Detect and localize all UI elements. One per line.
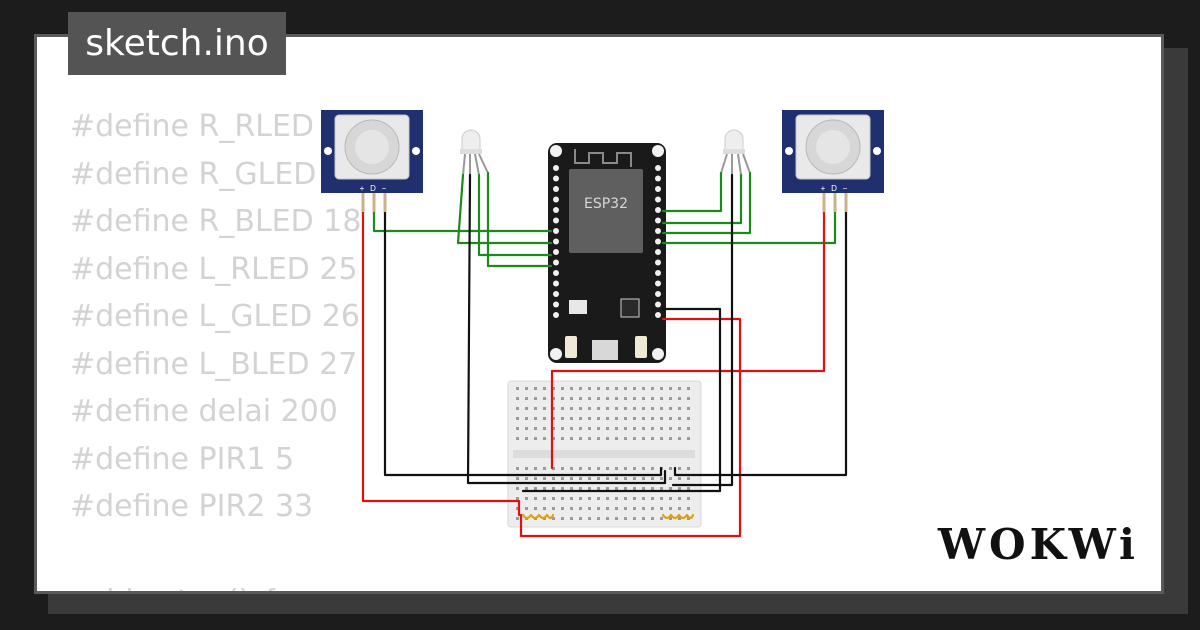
esp32-label: ESP32 <box>584 196 628 212</box>
file-tab[interactable]: sketch.ino <box>68 12 286 75</box>
code-line: #define PIR2 33 <box>70 489 314 524</box>
circuit-diagram: ESP32 + D − <box>321 110 884 538</box>
rgb-led-left[interactable] <box>460 129 489 176</box>
code-line: #define L_GLED 26 <box>70 299 360 334</box>
code-line: void setup() { <box>70 578 361 591</box>
code-line: #define R_BLED 18 <box>70 204 362 239</box>
pir-left-plus-label: + <box>360 184 365 193</box>
rgb-led-right[interactable] <box>720 129 751 176</box>
esp32-board[interactable]: ESP32 <box>548 143 666 363</box>
preview-card: #define R_RLED 2#define R_GLED 4#define … <box>34 34 1164 594</box>
pir-left-minus-label: − <box>382 184 387 193</box>
code-line: #define L_RLED 25 <box>70 251 358 287</box>
breadboard <box>507 380 702 528</box>
wires-green <box>372 171 837 268</box>
code-line: #define delai 200 <box>70 394 338 429</box>
code-line: #define PIR1 5 <box>70 441 295 477</box>
pir-left-data-label: D <box>370 184 376 193</box>
pir-sensor-left[interactable]: + D − <box>321 110 423 213</box>
jumper-wires-yellow <box>521 513 695 520</box>
pir-sensor-right[interactable]: + D − <box>782 110 884 213</box>
wokwi-logo: WOKWi <box>937 520 1139 569</box>
wires-black <box>383 173 848 493</box>
pir-right-minus-label: − <box>843 184 848 193</box>
wires-red <box>361 211 826 538</box>
pir-right-data-label: D <box>831 184 837 193</box>
code-line: #define L_BLED 27 <box>70 346 358 382</box>
pir-right-plus-label: + <box>821 184 826 193</box>
code-editor: #define R_RLED 2#define R_GLED 4#define … <box>70 103 362 591</box>
